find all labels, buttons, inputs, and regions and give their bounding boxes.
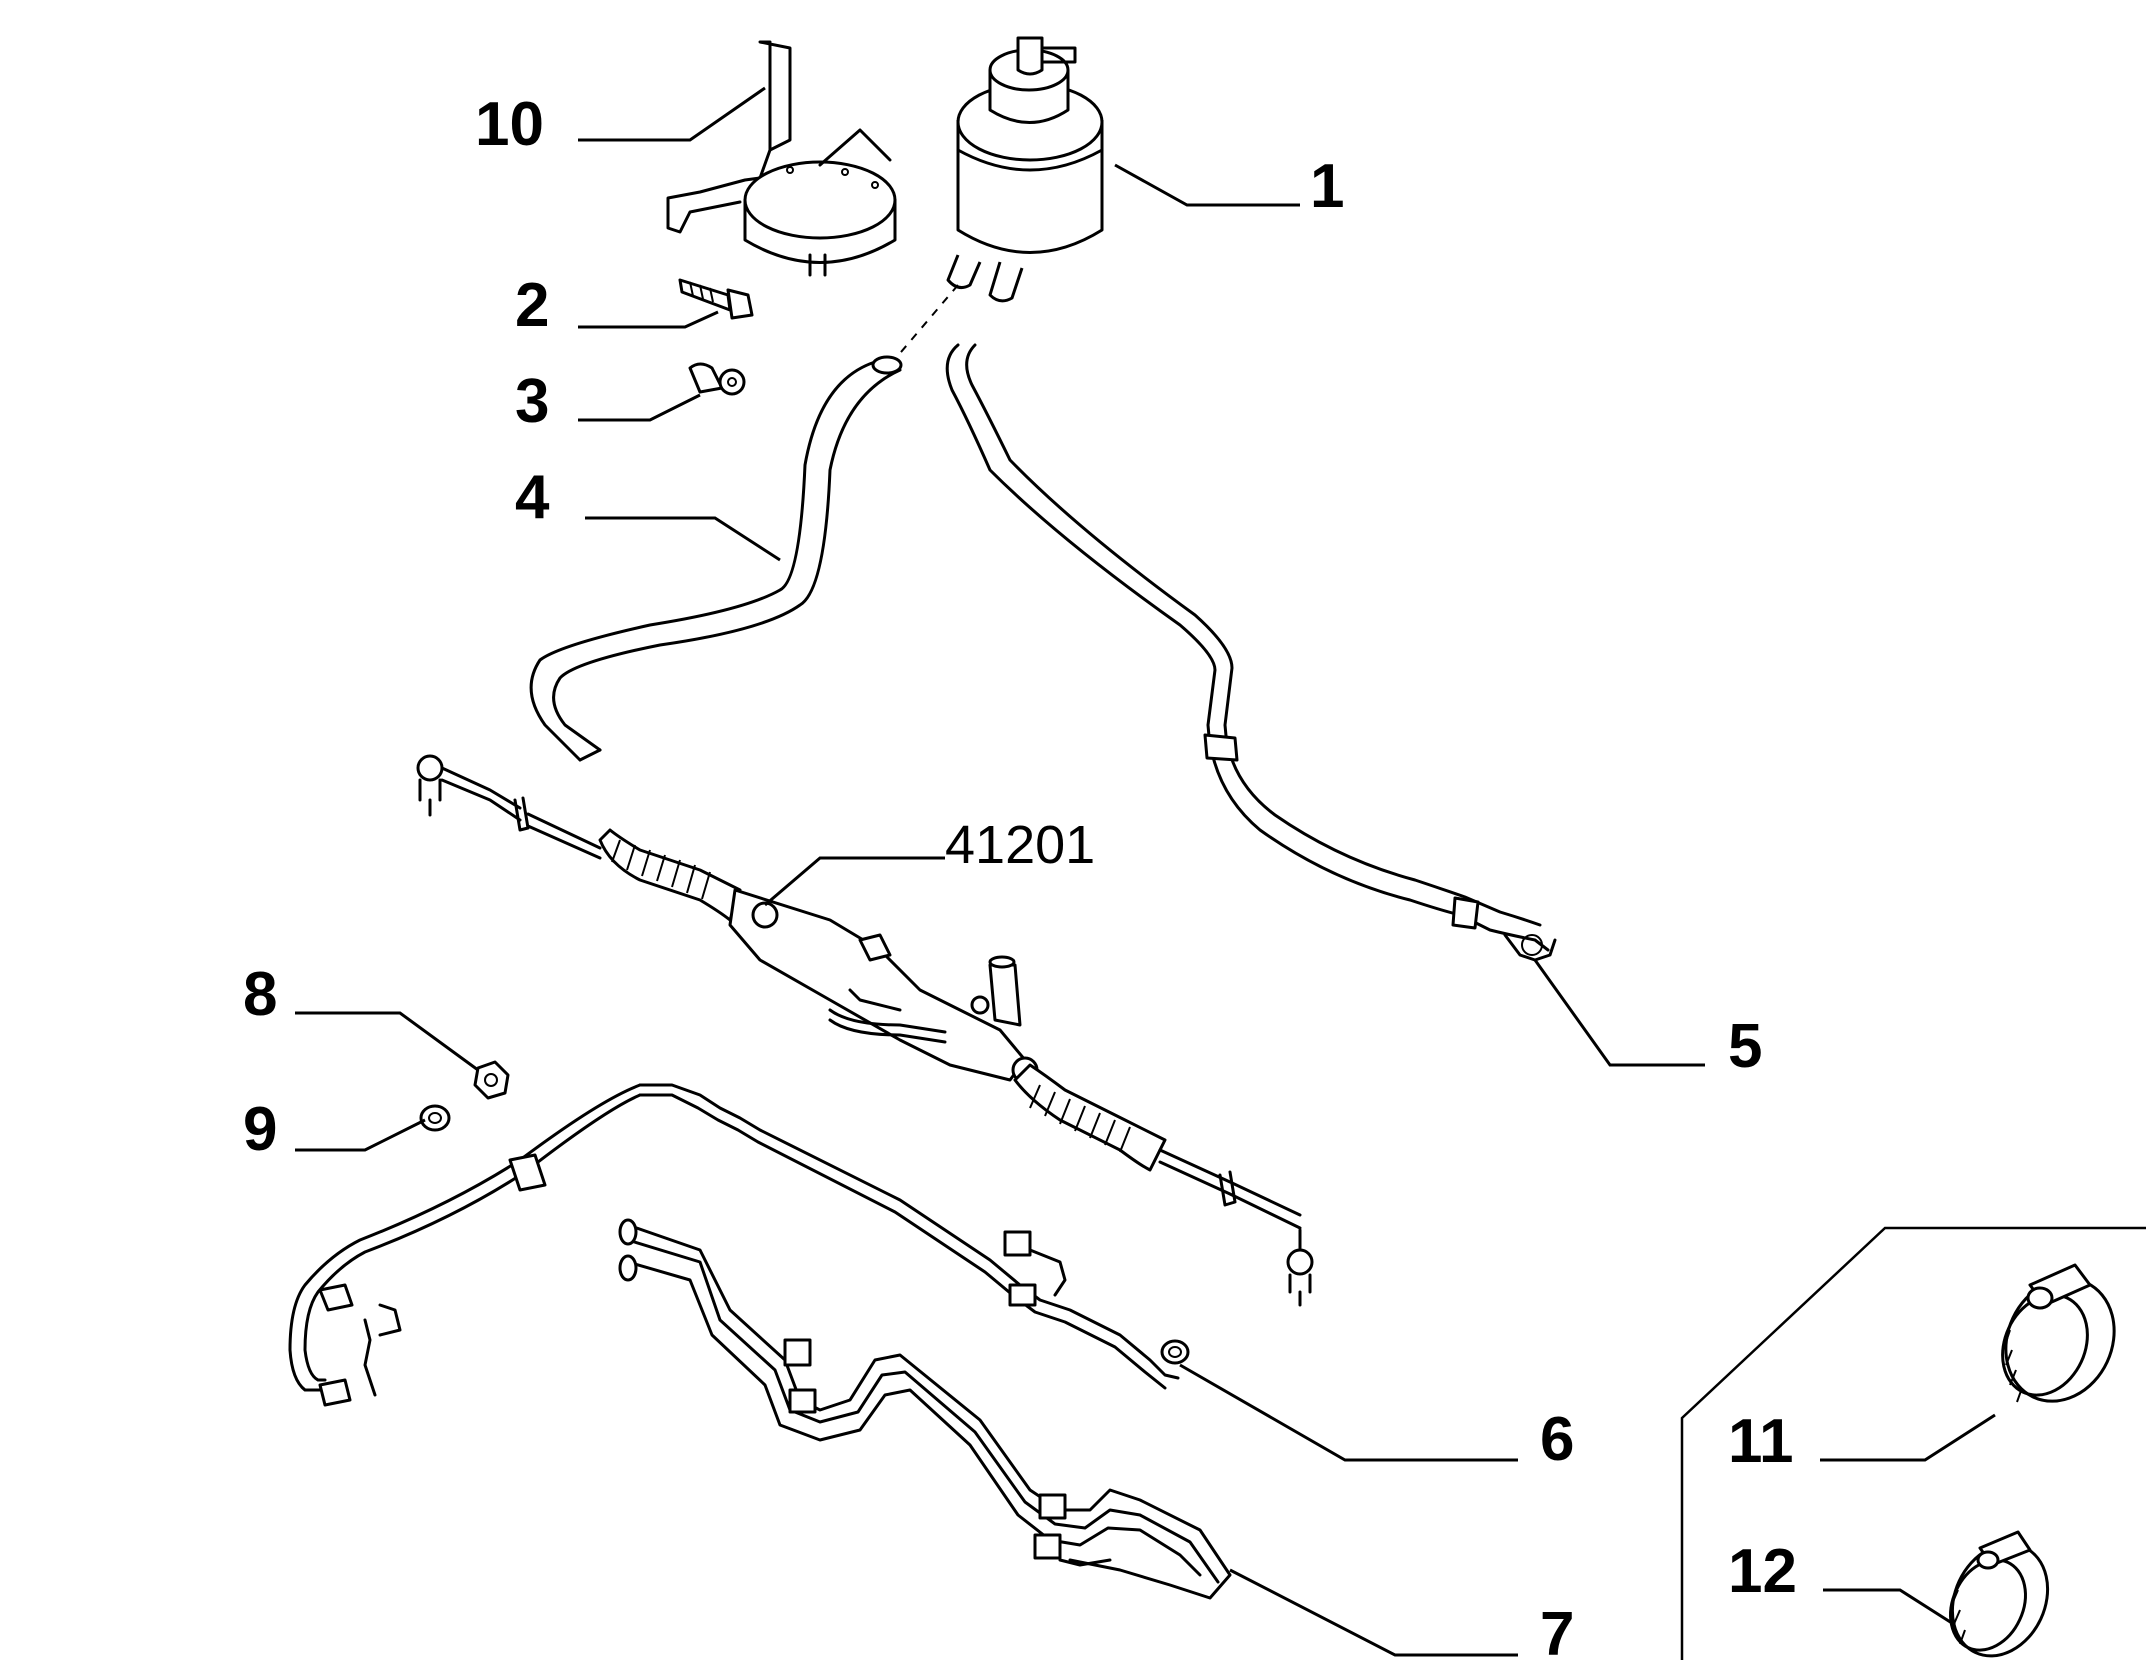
reservoir-bracket xyxy=(666,40,897,277)
nut xyxy=(473,1060,510,1100)
return-hose xyxy=(529,355,903,762)
part-label-6: 6 xyxy=(1540,1405,1574,1474)
steering-rack-assembly xyxy=(416,754,1314,1307)
part-label-1: 1 xyxy=(1310,152,1344,221)
part-label-2: 2 xyxy=(515,271,549,340)
pressure-line xyxy=(945,343,1557,962)
hose-clamp-small xyxy=(1949,1530,2050,1658)
fluid-reservoir xyxy=(946,36,1104,303)
hose-clamp-large xyxy=(2001,1263,2116,1403)
assembly-label-41201: 41201 xyxy=(945,815,1095,875)
delivery-pipe xyxy=(288,1083,1190,1407)
part-label-8: 8 xyxy=(243,960,277,1029)
screw xyxy=(678,278,754,320)
washer xyxy=(419,1104,451,1132)
part-label-12: 12 xyxy=(1728,1537,1797,1606)
part-label-10: 10 xyxy=(475,90,544,159)
part-label-4: 4 xyxy=(515,463,550,532)
part-label-11: 11 xyxy=(1728,1407,1794,1476)
part-label-7: 7 xyxy=(1540,1600,1574,1669)
part-label-9: 9 xyxy=(243,1095,277,1164)
part-label-3: 3 xyxy=(515,367,549,436)
cooler-pipe xyxy=(618,1218,1232,1600)
push-clip xyxy=(688,362,746,396)
part-label-5: 5 xyxy=(1728,1012,1762,1081)
assembly-dashed-line xyxy=(889,284,959,366)
clamps-inset-frame xyxy=(1680,1226,2146,1660)
leader-lines xyxy=(295,86,1996,1657)
